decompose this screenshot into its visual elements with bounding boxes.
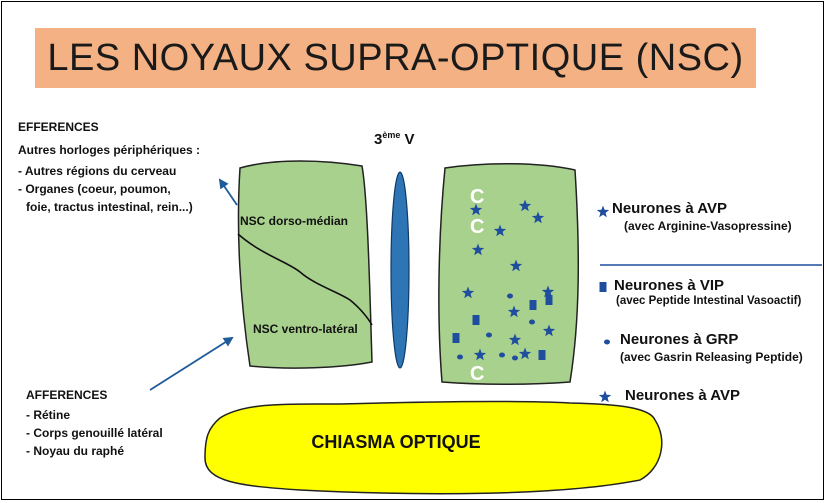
grp-neuron-dot bbox=[507, 294, 513, 299]
legend-subtitle: (avec Peptide Intestinal Vasoactif) bbox=[616, 295, 801, 307]
vip-neuron-square bbox=[453, 333, 460, 343]
legend-title: Neurones à AVP bbox=[625, 387, 740, 404]
vip-neuron-square bbox=[546, 295, 553, 305]
legend-title: Neurones à GRP bbox=[620, 331, 738, 348]
grp-neuron-dot bbox=[604, 340, 610, 345]
vip-neuron-square bbox=[600, 282, 607, 292]
afferences-heading: AFFERENCES bbox=[26, 388, 107, 402]
cell-label-c: C bbox=[470, 363, 484, 385]
left-nucleus bbox=[238, 161, 372, 368]
legend-title: Neurones à AVP bbox=[612, 200, 727, 217]
grp-neuron-dot bbox=[499, 353, 505, 358]
vip-neuron-square bbox=[530, 300, 537, 310]
vip-neuron-square bbox=[539, 350, 546, 360]
efferences-item: - Organes (coeur, poumon, bbox=[18, 182, 171, 196]
nsc-ventro-label: NSC ventro-latéral bbox=[253, 322, 358, 336]
avp-neuron-star bbox=[597, 206, 609, 218]
efferences-item: - Autres régions du cerveau bbox=[18, 164, 176, 178]
efferences-intro: Autres horloges périphériques : bbox=[18, 143, 200, 157]
grp-neuron-dot bbox=[512, 356, 518, 361]
cell-label-c: C bbox=[470, 216, 484, 238]
right-nucleus bbox=[439, 164, 578, 385]
ventricle-superscript: ème bbox=[382, 130, 400, 140]
legend-symbols bbox=[597, 206, 611, 403]
avp-neuron-star bbox=[599, 391, 611, 403]
afferences-item: - Corps genouillé latéral bbox=[26, 426, 163, 440]
vip-neuron-square bbox=[473, 315, 480, 325]
afferences-item: - Noyau du raphé bbox=[26, 444, 124, 458]
legend-subtitle: (avec Gasrin Releasing Peptide) bbox=[620, 350, 803, 364]
ventricle-suffix: V bbox=[400, 131, 414, 148]
nsc-dorso-label: NSC dorso-médian bbox=[240, 214, 348, 228]
afferences-item: - Rétine bbox=[26, 408, 70, 422]
ventricle-label: 3ème V bbox=[374, 130, 415, 148]
third-ventricle bbox=[391, 172, 409, 368]
efferences-item: foie, tractus intestinal, rein...) bbox=[26, 200, 193, 214]
legend-title: Neurones à VIP bbox=[614, 277, 724, 294]
afferences-arrow bbox=[150, 338, 232, 390]
legend-subtitle: (avec Arginine-Vasopressine) bbox=[624, 219, 792, 233]
chiasma-label: CHIASMA OPTIQUE bbox=[311, 432, 480, 452]
cell-label-c: C bbox=[470, 186, 484, 208]
efferences-heading: EFFERENCES bbox=[18, 120, 99, 134]
grp-neuron-dot bbox=[529, 320, 535, 325]
grp-neuron-dot bbox=[486, 333, 492, 338]
efferences-arrow bbox=[220, 180, 237, 205]
grp-neuron-dot bbox=[457, 355, 463, 360]
